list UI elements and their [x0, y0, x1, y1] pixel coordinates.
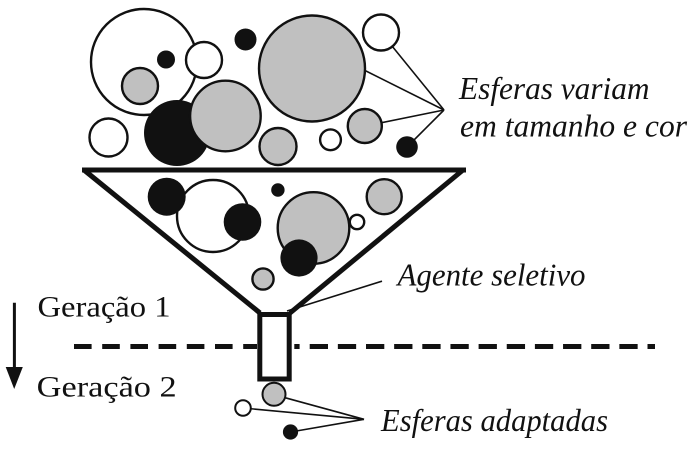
- svg-text:Geração 1: Geração 1: [38, 291, 171, 324]
- svg-text:em tamanho e cor: em tamanho e cor: [460, 108, 688, 144]
- svg-text:Geração 2: Geração 2: [37, 371, 177, 404]
- svg-text:Agente seletivo: Agente seletivo: [396, 256, 586, 292]
- svg-text:Esferas adaptadas: Esferas adaptadas: [380, 402, 608, 438]
- svg-text:Esferas variam: Esferas variam: [458, 70, 649, 106]
